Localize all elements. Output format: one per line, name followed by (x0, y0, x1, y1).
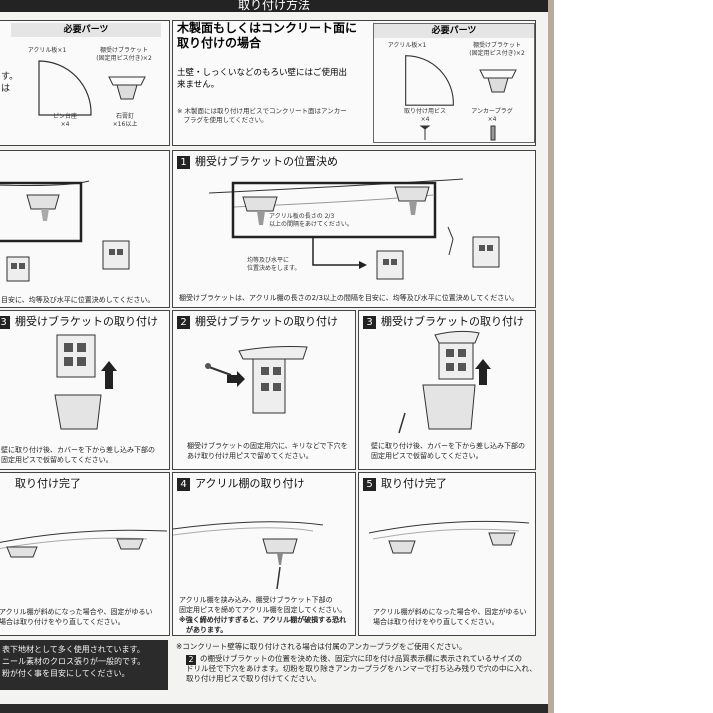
step3-panel: 3 棚受けブラケットの取り付け 壁に取り付け後、カバーを下から差し込み下部の 固定… (358, 310, 536, 470)
left-part-acrylic: アクリル板×1 (27, 47, 67, 54)
left-part-bracket: 棚受けブラケット (固定用ピス付き)×2 (96, 47, 152, 62)
step1-level-note: 均等及び水平に 位置決めをします。 (247, 257, 301, 272)
step2-panel: 2 棚受けブラケットの取り付け 棚受けブラケットの固定用穴に、キリなどで下穴を あ… (172, 310, 356, 470)
left-step1-panel: 目安に、均等及び水平に位置決めしてください。 (0, 150, 170, 308)
bracket-icon (108, 76, 146, 100)
anchor-plug-icon (490, 125, 496, 141)
left-done-title: 取り付け完了 (15, 477, 81, 490)
step4-illustration (173, 521, 324, 590)
step3-illustration (398, 330, 491, 434)
left-done-panel: 取り付け完了 アクリル棚が斜めになった場合や、固定がゆるい 場合は取り付けをやり… (0, 472, 170, 636)
step2-title: 2 棚受けブラケットの取り付け (177, 313, 338, 329)
step4-title-text: アクリル棚の取り付け (195, 477, 305, 490)
cardboard-edge (548, 0, 554, 713)
step3-number: 3 (363, 315, 376, 329)
concrete-note-2-number: 2 (186, 655, 196, 665)
right-parts-label: 必要パーツ (374, 24, 534, 38)
step1-illustration (208, 178, 500, 280)
left-step3-illustration (54, 334, 117, 430)
left-step3-title-text: 棚受けブラケットの取り付け (15, 315, 158, 328)
left-step1-illustration (0, 180, 130, 282)
wood-concrete-panel: 木製面もしくはコンクリート面に 取り付けの場合 土壁・しっくいなどのもろい壁には… (172, 20, 536, 146)
right-parts-box: 必要パーツ アクリル板×1 棚受けブラケット (固定用ピス付き)×2 取り付け用… (373, 23, 535, 143)
instruction-sheet: 取り付け方法 必要パーツ す。 は アクリル板×1 棚受けブラケット (固定用ピ… (0, 0, 548, 713)
wood-note: ※ 木製面には取り付け用ビスでコンクリート面はアンカー プラグを使用してください… (177, 107, 347, 124)
step1-title-text: 棚受けブラケットの位置決め (195, 155, 338, 168)
step1-callout: アクリル板の長さの 2/3 以上の間隔をあけてください。 (269, 213, 353, 228)
wood-title: 木製面もしくはコンクリート面に 取り付けの場合 (177, 21, 358, 50)
left-step3-caption: 壁に取り付け後、カバーを下から差し込み下部の 固定用ピスで仮留めしてください。 (1, 446, 155, 464)
step5-panel: 5 取り付け完了 アクリル棚が斜めになった場合や、固定がゆるい 場合は取り付けをや… (358, 472, 536, 636)
step4-panel: 4 アクリル棚の取り付け アクリル棚を挟み込み、棚受けブラケット下部の 固定用ピス… (172, 472, 356, 636)
left-step3-panel: 3 棚受けブラケットの取り付け 壁に取り付け後、カバーを下から差し込み下部の 固定… (0, 310, 170, 470)
left-edge-text: す。 は (1, 72, 19, 94)
step1-number: 1 (177, 155, 190, 169)
step2-number: 2 (177, 315, 190, 329)
concrete-note-panel: ※コンクリート壁等に取り付けされる場合は付属のアンカープラグをご使用ください。 … (172, 640, 548, 696)
screw-icon (419, 125, 431, 140)
left-done-illustration (0, 529, 168, 558)
step3-title-text: 棚受けブラケットの取り付け (381, 315, 524, 328)
acrylic-quarter-icon-right (405, 55, 454, 106)
left-bottom-note: 表下地材として多く使用されています。 ニール素材のクロス張りが一般的です。 粉が… (0, 640, 168, 690)
step1-title: 1 棚受けブラケットの位置決め (177, 153, 338, 169)
left-part-nail: 石膏釘 ×16以上 (112, 113, 138, 128)
step2-caption: 棚受けブラケットの固定用穴に、キリなどで下穴を あけ取り付け用ピスで留めてくださ… (187, 442, 348, 460)
left-step3-number: 3 (0, 315, 10, 329)
right-part-anchor: アンカープラグ ×4 (471, 108, 513, 123)
right-part-bracket: 棚受けブラケット (固定用ピス付き)×2 (469, 42, 525, 57)
left-part-pin: ピン台座 ×4 (52, 113, 77, 128)
bottom-edge-bar (0, 704, 548, 713)
left-parts-label: 必要パーツ (11, 23, 161, 37)
step4-caption: アクリル棚を挟み込み、棚受けブラケット下部の 固定用ピスを締めてアクリル棚を固定… (179, 596, 347, 614)
concrete-note-2: の棚受けブラケットの位置を決めた後、固定穴に印を付け品質表示欄に表示されているサ… (186, 654, 537, 683)
step1-panel: 1 棚受けブラケットの位置決め アクリル板の長さの 2/3 以上の間隔をあけてくだ… (172, 150, 536, 308)
step3-caption: 壁に取り付け後、カバーを下から差し込み下部の 固定用ピスで仮留めしてください。 (371, 442, 525, 460)
step2-title-text: 棚受けブラケットの取り付け (195, 315, 338, 328)
step5-illustration (368, 520, 530, 554)
right-part-screw: 取り付け用ビス ×4 (403, 108, 446, 123)
bracket-icon-right (479, 69, 517, 93)
step4-title: 4 アクリル棚の取り付け (177, 475, 304, 491)
step5-number: 5 (363, 477, 376, 491)
step5-title: 5 取り付け完了 (363, 475, 447, 491)
right-part-acrylic: アクリル板×1 (387, 42, 427, 49)
left-parts-panel: 必要パーツ す。 は アクリル板×1 棚受けブラケット (固定用ピス付き)×2 … (0, 20, 170, 146)
step4-warning: ※強く締め付けすぎると、アクリル棚が破損する恐れ があります。 (179, 616, 347, 634)
step2-illustration (205, 346, 308, 414)
left-step1-caption: 目安に、均等及び水平に位置決めしてください。 (1, 296, 155, 304)
sheet-title: 取り付け方法 (0, 0, 548, 12)
left-step3-title: 3 棚受けブラケットの取り付け (0, 313, 158, 329)
step1-caption: 棚受けブラケットは、アクリル棚の長さの2/3以上の間隔を目安に、均等及び水平に位… (179, 294, 519, 302)
step5-title-text: 取り付け完了 (381, 477, 447, 490)
wood-text: 土壁・しっくいなどのもろい壁にはご使用出 来ません。 (177, 68, 348, 90)
left-done-caption: アクリル棚が斜めになった場合や、固定がゆるい 場合は取り付けをやり直してください… (0, 608, 153, 626)
step3-title: 3 棚受けブラケットの取り付け (363, 313, 524, 329)
concrete-note-1: ※コンクリート壁等に取り付けされる場合は付属のアンカープラグをご使用ください。 (176, 642, 467, 651)
step5-caption: アクリル棚が斜めになった場合や、固定がゆるい 場合は取り付けをやり直してください… (373, 608, 527, 626)
acrylic-quarter-icon (38, 60, 92, 116)
step4-number: 4 (177, 477, 190, 491)
